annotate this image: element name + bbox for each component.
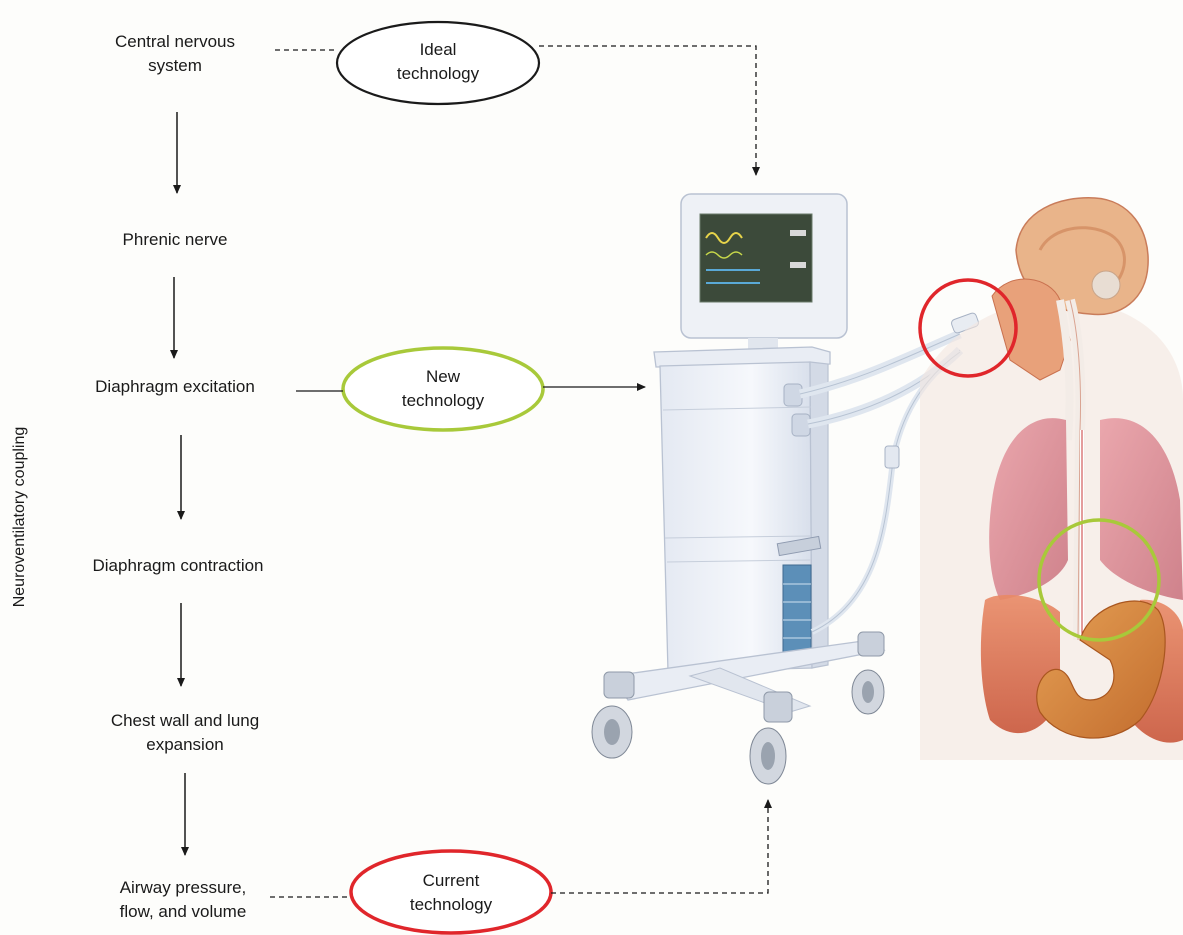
current-connector-right [551, 800, 768, 893]
step-diaphragm-excitation: Diaphragm excitation [60, 375, 290, 399]
step-central-nervous-system: Central nervous system [70, 30, 280, 78]
step-airway-pressure-flow-volume: Airway pressure, flow, and volume [78, 876, 288, 924]
new-technology-label: New technology [373, 365, 513, 413]
ideal-connector-right [539, 46, 756, 175]
step-chest-wall-lung-expansion: Chest wall and lung expansion [70, 709, 300, 757]
step-phrenic-nerve: Phrenic nerve [70, 228, 280, 252]
neuroventilatory-coupling-label: Neuroventilatory coupling [8, 505, 32, 529]
current-technology-label: Current technology [381, 869, 521, 917]
step-diaphragm-contraction: Diaphragm contraction [58, 554, 298, 578]
ideal-technology-label: Ideal technology [368, 38, 508, 86]
anatomy-illustration [920, 198, 1183, 760]
